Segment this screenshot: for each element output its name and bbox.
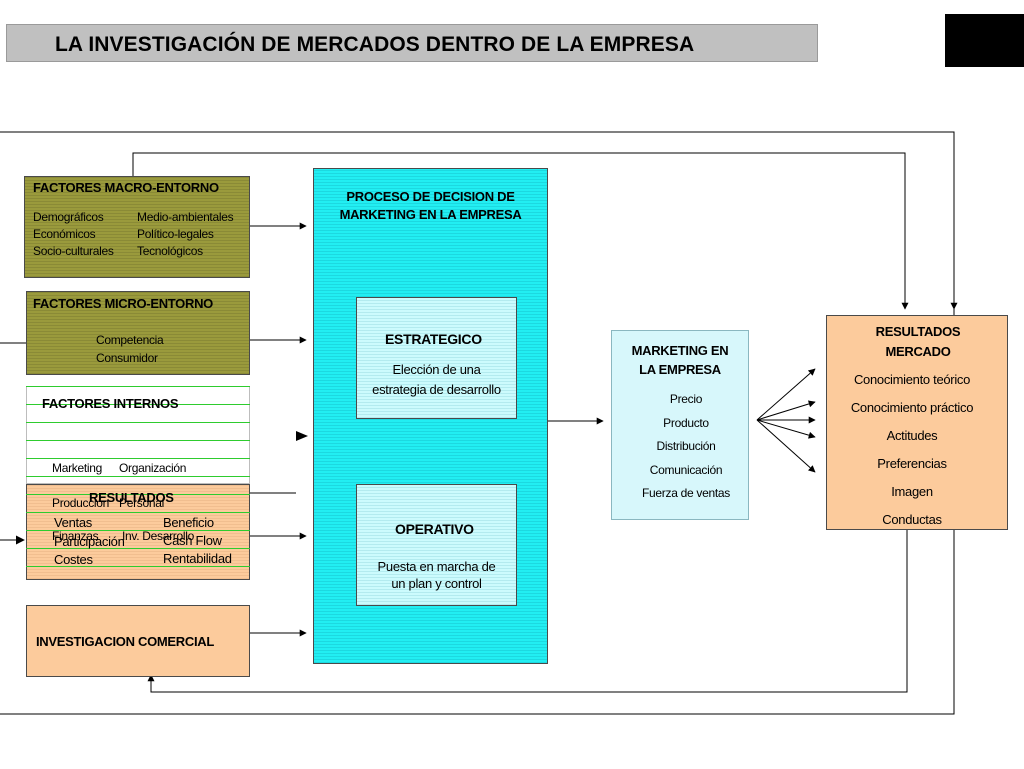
marketing-title-line1: MARKETING EN [631,343,729,358]
resultados-mercado-item: Conocimiento práctico [850,400,974,415]
internos-item: Organización [119,461,187,475]
internos-item: Marketing [52,461,102,475]
title-bar: LA INVESTIGACIÓN DE MERCADOS DENTRO DE L… [6,24,818,62]
resultados-mercado-title-line2: MERCADO [885,344,951,359]
resultados-mercado-item: Conductas [882,512,942,527]
factores-internos-title: FACTORES INTERNOS [42,396,179,411]
macro-item: Medio-ambientales [137,210,234,224]
marketing-empresa-box: MARKETING EN LA EMPRESA Precio Producto … [611,330,749,520]
resultados-title: RESULTADOS [89,490,174,505]
estrategico-line1: Elección de una [392,362,481,377]
marketing-item: Distribución [656,439,716,453]
fan-arrow-2 [756,400,816,421]
internos-item: Personal [119,496,164,510]
operativo-title: OPERATIVO [395,521,474,537]
macro-item: Demográficos [33,210,104,224]
marketing-title-line2: LA EMPRESA [639,362,721,377]
grid-line [26,458,250,459]
page-title: LA INVESTIGACIÓN DE MERCADOS DENTRO DE L… [55,33,695,56]
macro-entorno-title: FACTORES MACRO-ENTORNO [33,180,219,195]
estrategico-box: ESTRATEGICO Elección de una estrategia d… [356,297,517,419]
macro-item: Económicos [33,227,96,241]
operativo-line1: Puesta en marcha de [377,559,496,574]
grid-line [26,548,250,549]
arrowhead-internos [296,431,308,441]
marketing-item: Producto [663,416,709,430]
operativo-box: OPERATIVO Puesta en marcha de un plan y … [356,484,517,606]
micro-item: Competencia [96,333,164,347]
resultados-item: Cash Flow [163,533,222,548]
estrategico-line2: estrategia de desarrollo [372,382,501,397]
resultados-mercado-item: Preferencias [877,456,947,471]
internos-item: Finanzas [52,529,99,543]
marketing-item: Comunicación [649,463,723,477]
proceso-title-line2: MARKETING EN LA EMPRESA [339,207,522,222]
resultados-item: Ventas [54,515,92,530]
resultados-mercado-item: Imagen [891,484,933,499]
grid-line [26,422,250,423]
investigacion-comercial-box: INVESTIGACION COMERCIAL [26,605,250,677]
grid-line [26,386,250,387]
macro-item: Tecnológicos [137,244,203,258]
grid-line [26,404,250,405]
internos-item: Inv. Desarrollo [122,529,194,543]
grid-line [26,440,250,441]
factores-internos-box [26,386,250,484]
top-loop-line [132,152,909,310]
grid-line [26,530,250,531]
black-corner-block [945,14,1024,67]
bottom-loop-line [147,530,908,693]
operativo-line2: un plan y control [391,576,482,591]
resultados-item: Costes [54,552,93,567]
internos-item: Producción [52,496,110,510]
resultados-mercado-item: Conocimiento teórico [853,372,971,387]
micro-entorno-title: FACTORES MICRO-ENTORNO [33,296,213,311]
investigacion-comercial-title: INVESTIGACION COMERCIAL [36,634,214,649]
grid-line [26,512,250,513]
fan-arrow-1 [756,368,816,421]
macro-item: Socio-culturales [33,244,114,258]
marketing-item: Fuerza de ventas [642,486,730,500]
marketing-item: Precio [669,392,703,406]
micro-entorno-box: FACTORES MICRO-ENTORNO Competencia Consu… [26,291,250,375]
resultados-mercado-box: RESULTADOS MERCADO Conocimiento teórico … [826,315,1008,530]
resultados-mercado-title-line1: RESULTADOS [875,324,961,339]
resultados-box [26,484,250,580]
grid-line [26,476,250,477]
resultados-mercado-item: Actitudes [886,428,938,443]
resultados-item: Rentabilidad [163,551,232,566]
grid-line [26,566,250,567]
fan-arrow-5 [756,419,816,473]
macro-entorno-box: FACTORES MACRO-ENTORNO Demográficos Econ… [24,176,250,278]
micro-item: Consumidor [96,351,158,365]
grid-line [26,494,250,495]
macro-item: Político-legales [137,227,214,241]
resultados-item: Participación [54,534,125,549]
estrategico-title: ESTRATEGICO [385,331,482,347]
proceso-title-line1: PROCESO DE DECISION DE [346,189,515,204]
fan-arrow-4 [756,419,816,439]
resultados-item: Beneficio [163,515,214,530]
